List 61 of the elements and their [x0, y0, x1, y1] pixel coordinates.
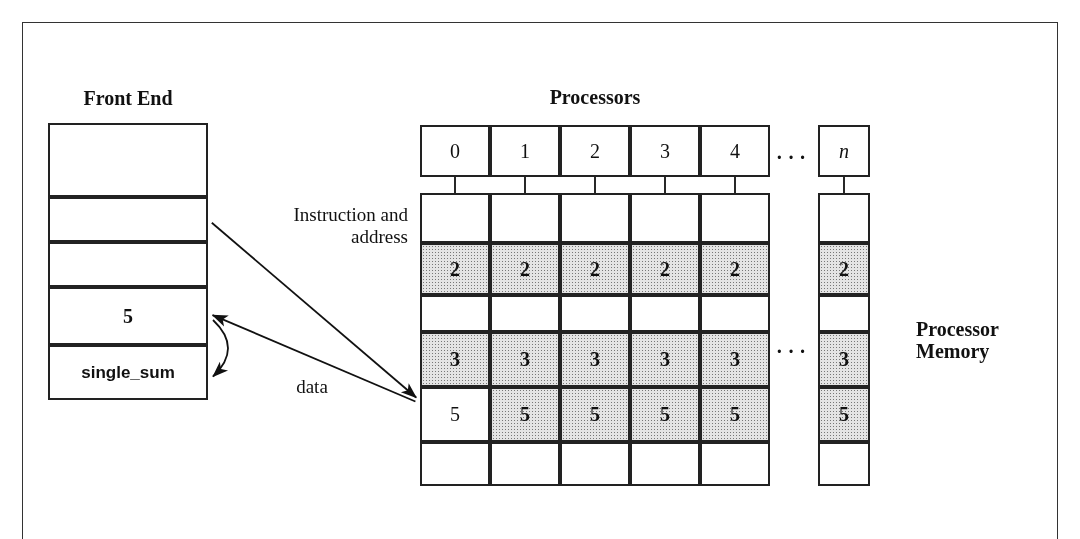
connector-line — [843, 176, 845, 194]
memory-cell: 2 — [818, 243, 870, 295]
memory-cell: 5 — [700, 387, 770, 442]
processor-box: 0 — [420, 125, 490, 177]
memory-cell: single_sum — [48, 345, 208, 400]
memory-cell — [490, 295, 560, 332]
memory-cell: 2 — [630, 243, 700, 295]
memory-cell — [630, 193, 700, 243]
memory-cell: 5 — [818, 387, 870, 442]
processor-box: 4 — [700, 125, 770, 177]
connector-line — [594, 176, 596, 194]
memory-cell — [490, 442, 560, 486]
connector-line — [524, 176, 526, 194]
group-heading: Processor Memory — [916, 318, 1000, 362]
connector-line — [664, 176, 666, 194]
arrow — [211, 314, 417, 403]
column-heading: Front End — [82, 86, 174, 110]
memory-cell: 5 — [420, 387, 490, 442]
memory-cell: 3 — [420, 332, 490, 387]
ellipsis: · · · — [775, 340, 807, 362]
memory-cell: 2 — [700, 243, 770, 295]
memory-cell — [560, 442, 630, 486]
curved-arrow — [212, 319, 229, 378]
memory-cell — [48, 197, 208, 242]
memory-cell — [818, 193, 870, 243]
arrow — [210, 221, 418, 399]
memory-cell — [420, 193, 490, 243]
memory-cell: 5 — [490, 387, 560, 442]
processor-box: 1 — [490, 125, 560, 177]
memory-cell: 5 — [48, 287, 208, 345]
processor-box: 3 — [630, 125, 700, 177]
memory-cell: 5 — [560, 387, 630, 442]
memory-cell — [818, 295, 870, 332]
memory-cell: 5 — [630, 387, 700, 442]
memory-cell — [420, 442, 490, 486]
memory-cell — [490, 193, 560, 243]
memory-cell: 2 — [490, 243, 560, 295]
processor-box: 2 — [560, 125, 630, 177]
memory-cell — [560, 193, 630, 243]
memory-cell — [630, 442, 700, 486]
processor-box: n — [818, 125, 870, 177]
memory-cell — [48, 242, 208, 287]
memory-cell — [420, 295, 490, 332]
memory-cell — [560, 295, 630, 332]
memory-cell — [630, 295, 700, 332]
memory-cell — [700, 295, 770, 332]
ellipsis: · · · — [775, 146, 807, 168]
memory-cell — [700, 442, 770, 486]
memory-cell: 3 — [700, 332, 770, 387]
memory-cell: 2 — [420, 243, 490, 295]
memory-cell: 3 — [818, 332, 870, 387]
memory-cell: 3 — [560, 332, 630, 387]
group-heading: Processors — [548, 86, 642, 108]
memory-cell — [700, 193, 770, 243]
memory-cell: 2 — [560, 243, 630, 295]
connector-line — [734, 176, 736, 194]
memory-cell — [48, 123, 208, 197]
memory-cell: 3 — [630, 332, 700, 387]
connector-line — [454, 176, 456, 194]
memory-cell: 3 — [490, 332, 560, 387]
memory-cell — [818, 442, 870, 486]
